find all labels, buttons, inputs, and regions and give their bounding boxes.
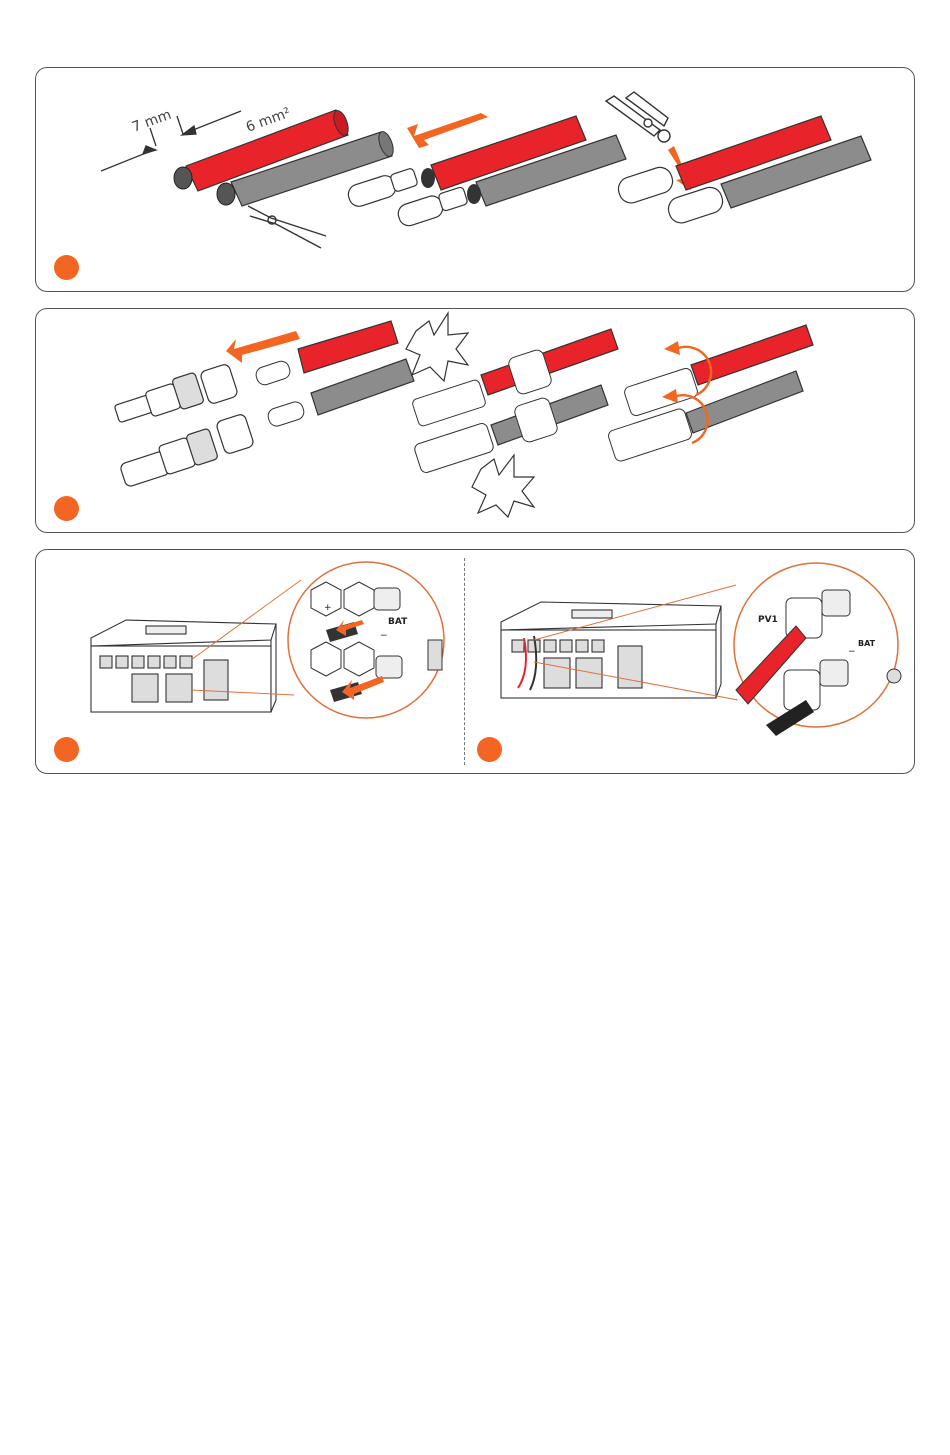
- step-1-panel: 7 mm 6 mm²: [35, 67, 915, 292]
- crimp-contact-female: [346, 168, 418, 209]
- step-marker-4: [477, 737, 502, 762]
- step-3-illustration: + − BAT: [36, 550, 915, 774]
- zoom-right-minus: −: [848, 647, 856, 657]
- zoom-circle-right: [734, 563, 901, 736]
- click-burst-bottom: [472, 455, 534, 517]
- step-1-illustration: 7 mm 6 mm²: [36, 68, 915, 292]
- zoom-left-plus: +: [324, 603, 332, 613]
- click-burst-top: [406, 313, 468, 381]
- step-marker-3: [54, 737, 79, 762]
- step-marker-2: [54, 496, 79, 521]
- step-2-illustration: [36, 309, 915, 533]
- zoom-right-bat: BAT: [858, 639, 876, 648]
- step-marker-1: [54, 255, 79, 280]
- stripping-pliers-icon: [248, 206, 326, 248]
- step-2-panel: [35, 308, 915, 533]
- connector-minus-exploded: [119, 413, 254, 487]
- zoom-circle-left: [288, 562, 444, 718]
- panel-divider: [464, 558, 465, 765]
- zoom-left-minus: −: [380, 631, 388, 641]
- inverter-left: [91, 620, 276, 712]
- connector-plus-exploded: [114, 363, 238, 423]
- insert-arrow: [407, 113, 488, 148]
- crimp-contact-male: [396, 186, 468, 228]
- zoom-right-pv1: PV1: [758, 615, 778, 625]
- zoom-left-bat: BAT: [388, 617, 408, 627]
- crimping-tool-icon: [606, 92, 670, 142]
- step-3-panel: + − BAT: [35, 549, 915, 774]
- insert-arrow-2: [226, 331, 300, 363]
- inverter-right: [501, 602, 721, 698]
